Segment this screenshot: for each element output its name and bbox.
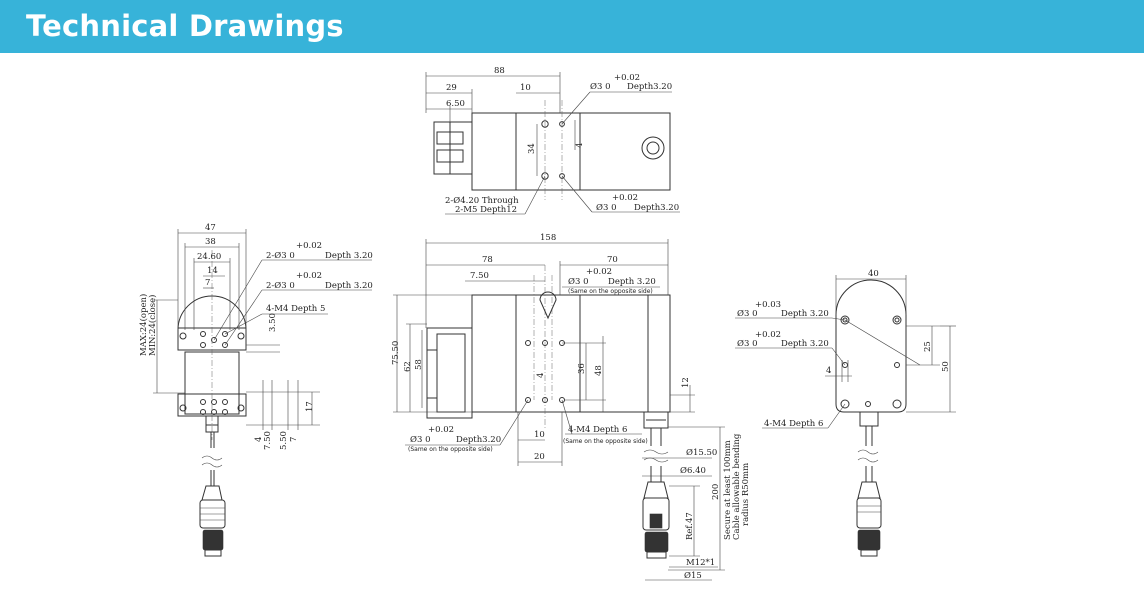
- dim-36: 36: [577, 363, 587, 374]
- right-h2-depth: Depth 3.20: [781, 339, 829, 349]
- dim-40: 40: [868, 269, 879, 279]
- left-h1-tolerance: +0.02: [296, 241, 322, 251]
- dim-dia-15-50: Ø15.50: [686, 447, 717, 458]
- dim-58: 58: [414, 359, 424, 370]
- dim-78: 78: [482, 255, 493, 265]
- page-title: Technical Drawings: [26, 9, 344, 43]
- dim-70: 70: [607, 255, 618, 265]
- dim-34: 34: [527, 143, 537, 154]
- left-h1-depth: Depth 3.20: [325, 251, 373, 261]
- dim-25: 25: [923, 341, 933, 352]
- top-hole2-diameter: Ø3 0: [596, 202, 617, 213]
- dim-47: 47: [205, 223, 216, 233]
- left-h2-tolerance: +0.02: [296, 271, 322, 281]
- front-view-body: [471, 294, 671, 413]
- right-view: 40 +0.03 Ø3 0 Depth 3.20 +0.02 Ø3 0 Dept…: [735, 269, 956, 557]
- front-h-depth: Depth 3.20: [608, 277, 656, 287]
- cable-note-2: Cable allowable bending: [732, 433, 742, 540]
- dim-4: 4: [575, 143, 585, 148]
- right-h2-tolerance: +0.02: [755, 330, 781, 340]
- top-view: 88 29 6.50 10 34 4 +0.02 Ø3 0 Depth3.20 …: [425, 66, 680, 215]
- right-h1-tolerance: +0.03: [755, 300, 781, 310]
- dim-50: 50: [941, 361, 951, 372]
- right-m4-label: 4-M4 Depth 6: [764, 419, 823, 429]
- min-close-label: MIN:24(close): [147, 295, 158, 357]
- left-h1-diameter: 2-Ø3 0: [266, 250, 295, 261]
- dim-200: 200: [711, 484, 721, 500]
- right-h1-diameter: Ø3 0: [737, 308, 758, 319]
- front-b-tolerance: +0.02: [428, 425, 454, 435]
- right-view-body: [835, 279, 907, 413]
- dim-20: 20: [534, 452, 545, 462]
- dim-10-front: 10: [534, 430, 545, 440]
- top-view-body: [471, 112, 671, 191]
- dim-4-front: 4: [536, 373, 546, 378]
- dim-14: 14: [207, 266, 218, 276]
- front-connector: [643, 481, 669, 499]
- ref-47: Ref.47: [685, 512, 695, 540]
- left-view: 47 38 24.60 14 7 +0.02 2-Ø3 0 Depth 3.20…: [138, 223, 373, 557]
- dim-dia-15: Ø15: [684, 570, 702, 581]
- dim-88: 88: [494, 66, 505, 76]
- top-hole-diameter: Ø3 0: [590, 81, 611, 92]
- max-open-label: MAX:24(open): [138, 294, 149, 356]
- right-connector: [857, 481, 881, 499]
- dim-5-50-left: 5.50: [279, 431, 289, 450]
- through-hole-label: 2-Ø4.20 Through: [445, 195, 519, 206]
- dim-24-60: 24.60: [197, 252, 221, 262]
- dim-38: 38: [205, 237, 216, 247]
- left-m4-label: 4-M4 Depth 5: [266, 304, 325, 314]
- dim-48: 48: [594, 365, 604, 376]
- front-h-diameter: Ø3 0: [568, 276, 589, 287]
- front-h-note: (Same on the opposite side): [568, 288, 653, 295]
- top-hole2-depth: Depth3.20: [634, 203, 679, 213]
- dim-4-right: 4: [826, 366, 831, 376]
- m12-label: M12*1: [686, 558, 715, 568]
- connector-icon: [641, 136, 665, 160]
- left-h2-depth: Depth 3.20: [325, 281, 373, 291]
- dim-75-50: 75.50: [391, 341, 401, 365]
- dim-7-50-front: 7.50: [470, 271, 489, 281]
- dim-158: 158: [540, 233, 556, 243]
- header-banner: Technical Drawings: [0, 0, 1144, 53]
- cable-note-1: Secure at least 100mm: [723, 440, 733, 540]
- cable-note-3: radius R50mm: [741, 463, 751, 526]
- top-hole-depth: Depth3.20: [627, 82, 672, 92]
- dim-10: 10: [520, 83, 531, 93]
- front-view: 158 78 70 7.50 +0.02 Ø3 0 Depth 3.20 (Sa…: [391, 233, 751, 581]
- dim-7-50-left: 7.50: [263, 431, 273, 450]
- dim-29: 29: [446, 83, 457, 93]
- dim-6-50: 6.50: [446, 99, 465, 109]
- front-b-note: (Same on the opposite side): [408, 446, 493, 453]
- dim-17: 17: [305, 401, 315, 412]
- thread-depth-label: 2-M5 Depth12: [455, 205, 517, 215]
- front-view-jaw: [426, 327, 473, 419]
- right-h1-depth: Depth 3.20: [781, 309, 829, 319]
- top-view-jaw: [433, 121, 473, 175]
- dim-7: 7: [205, 278, 210, 288]
- dim-7b-left: 7: [289, 437, 299, 442]
- left-h2-diameter: 2-Ø3 0: [266, 280, 295, 291]
- dim-3-50: 3.50: [268, 313, 278, 332]
- top-hole-tolerance: +0.02: [614, 73, 640, 83]
- dim-dia-6-40: Ø6.40: [680, 465, 706, 476]
- front-m4-label: 4-M4 Depth 6: [568, 425, 627, 435]
- front-m4-note: (Same on the opposite side): [563, 438, 648, 445]
- dim-4-left: 4: [254, 437, 264, 442]
- top-hole2-tolerance: +0.02: [612, 193, 638, 203]
- dim-12: 12: [681, 377, 691, 388]
- front-b-depth: Depth3.20: [456, 435, 501, 445]
- front-b-diameter: Ø3 0: [410, 434, 431, 445]
- right-h2-diameter: Ø3 0: [737, 338, 758, 349]
- dim-62: 62: [403, 361, 413, 372]
- left-connector: [201, 485, 223, 501]
- front-h-tolerance: +0.02: [586, 267, 612, 277]
